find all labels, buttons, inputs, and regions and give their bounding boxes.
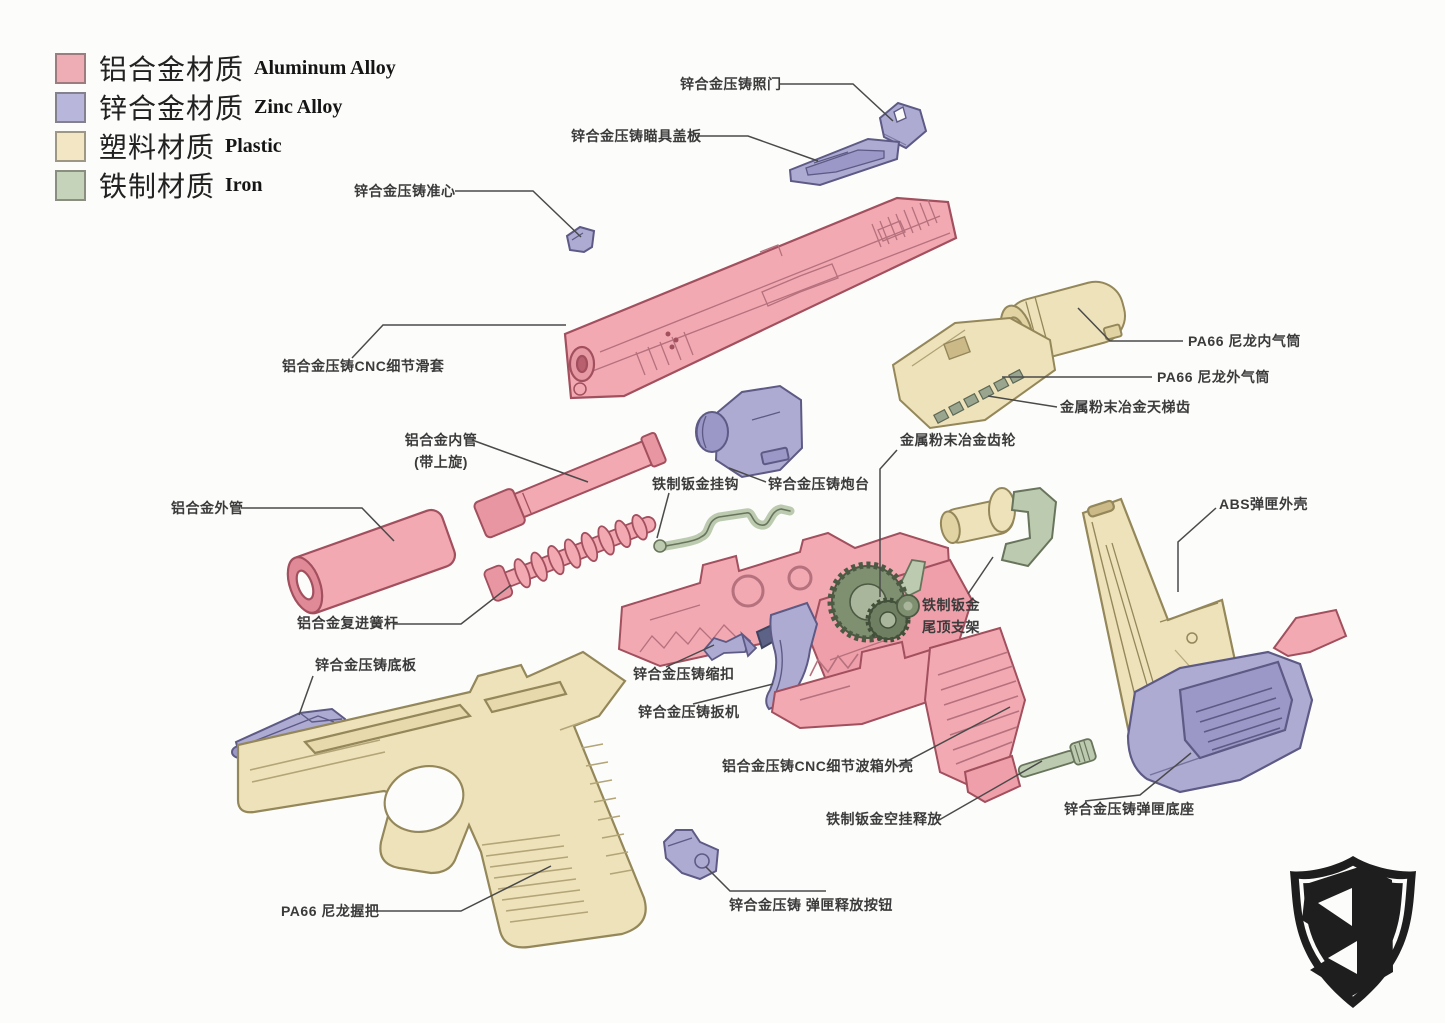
part-label-turret: 锌合金压铸炮台 <box>768 476 870 492</box>
legend-label-zh: 铝合金材质 <box>99 54 245 85</box>
iron-swatch <box>55 169 86 201</box>
part-label-latch: 锌合金压铸缩扣 <box>633 666 735 682</box>
part-label-slide: 铝合金压铸CNC细节滑套 <box>282 358 445 374</box>
part-label-gear: 金属粉末冶金齿轮 <box>900 432 1016 448</box>
part-label-line1: 铁制钣金 <box>922 597 980 613</box>
aluminum-swatch <box>55 52 86 84</box>
part-label-line2: 尾顶支架 <box>922 619 980 635</box>
part-small-wedge <box>1272 608 1348 658</box>
legend-label-en: Plastic <box>225 134 282 157</box>
part-latch <box>702 630 758 662</box>
part-gear-cluster <box>827 559 927 643</box>
legend-label-en: Aluminum Alloy <box>254 56 396 79</box>
part-label-outer-cylinder: PA66 尼龙外气筒 <box>1157 369 1270 385</box>
part-label-ladder-gear: 金属粉末冶金天梯齿 <box>1060 399 1191 415</box>
part-label-inner-cylinder: PA66 尼龙内气筒 <box>1188 333 1301 349</box>
part-mag-release-button <box>662 829 720 881</box>
part-label-mag-release: 锌合金压铸 弹匣释放按钮 <box>729 897 893 913</box>
part-gearbox-shell <box>770 626 1027 804</box>
part-sheet-metal-hook <box>653 504 795 553</box>
part-label-front-sight: 锌合金压铸准心 <box>354 183 456 199</box>
zinc-swatch <box>55 91 86 123</box>
part-tail-bracket <box>939 486 1058 568</box>
part-label-spring-rod: 铝合金复进簧杆 <box>297 615 399 631</box>
part-turret <box>695 384 804 479</box>
part-slide-release <box>1017 738 1097 778</box>
part-sight-cover-plate <box>788 137 901 187</box>
part-label-gearbox: 铝合金压铸CNC细节波箱外壳 <box>722 758 914 774</box>
legend-item-plastic: 塑料材质 Plastic <box>55 130 396 163</box>
part-label-sight-cover: 锌合金压铸瞄具盖板 <box>571 128 702 144</box>
legend-label-zh: 铁制材质 <box>99 171 216 202</box>
part-label-rear-sight: 锌合金压铸照门 <box>680 76 782 92</box>
part-label-inner-barrel: 铝合金内管 (带上旋) <box>399 432 483 470</box>
part-inner-barrel <box>473 431 667 539</box>
part-magazine-base <box>1126 650 1314 794</box>
plastic-swatch <box>55 130 86 162</box>
part-rear-sight <box>878 101 928 150</box>
legend-label-en: Iron <box>225 173 263 196</box>
leader-lines <box>241 83 1217 912</box>
part-label-slide-release: 铁制钣金空挂释放 <box>826 811 942 827</box>
brand-shield-logo <box>1290 856 1416 1008</box>
part-recoil-spring-rod <box>483 514 657 602</box>
part-front-sight <box>565 225 596 254</box>
part-label-line2: (带上旋) <box>414 454 468 470</box>
part-grip-frame <box>236 650 647 949</box>
legend-item-zinc: 锌合金材质 Zinc Alloy <box>55 91 396 124</box>
part-label-tail-bracket: 铁制钣金 尾顶支架 <box>922 597 980 635</box>
part-label-mag-shell: ABS弹匣外壳 <box>1219 496 1309 512</box>
part-label-outer-barrel: 铝合金外管 <box>171 500 244 516</box>
legend-item-iron: 铁制材质 Iron <box>55 169 396 202</box>
part-label-line1: 铝合金内管 <box>404 432 478 448</box>
part-label-hook: 铁制钣金挂钩 <box>652 476 739 492</box>
legend-label-zh: 塑料材质 <box>99 132 216 163</box>
part-label-trigger: 锌合金压铸扳机 <box>638 704 740 720</box>
part-label-mag-base: 锌合金压铸弹匣底座 <box>1064 801 1195 817</box>
part-label-bottom-plate: 锌合金压铸底板 <box>315 657 417 673</box>
part-trigger <box>765 601 819 711</box>
material-legend: 铝合金材质 Aluminum Alloy 锌合金材质 Zinc Alloy 塑料… <box>55 52 396 208</box>
legend-label-zh: 锌合金材质 <box>99 93 245 124</box>
legend-item-aluminum: 铝合金材质 Aluminum Alloy <box>55 52 396 85</box>
legend-label-en: Zinc Alloy <box>254 95 343 118</box>
part-outer-barrel <box>286 508 457 615</box>
part-outer-gas-cylinder <box>891 316 1057 430</box>
part-slide <box>563 196 958 400</box>
part-label-grip: PA66 尼龙握把 <box>281 903 380 919</box>
